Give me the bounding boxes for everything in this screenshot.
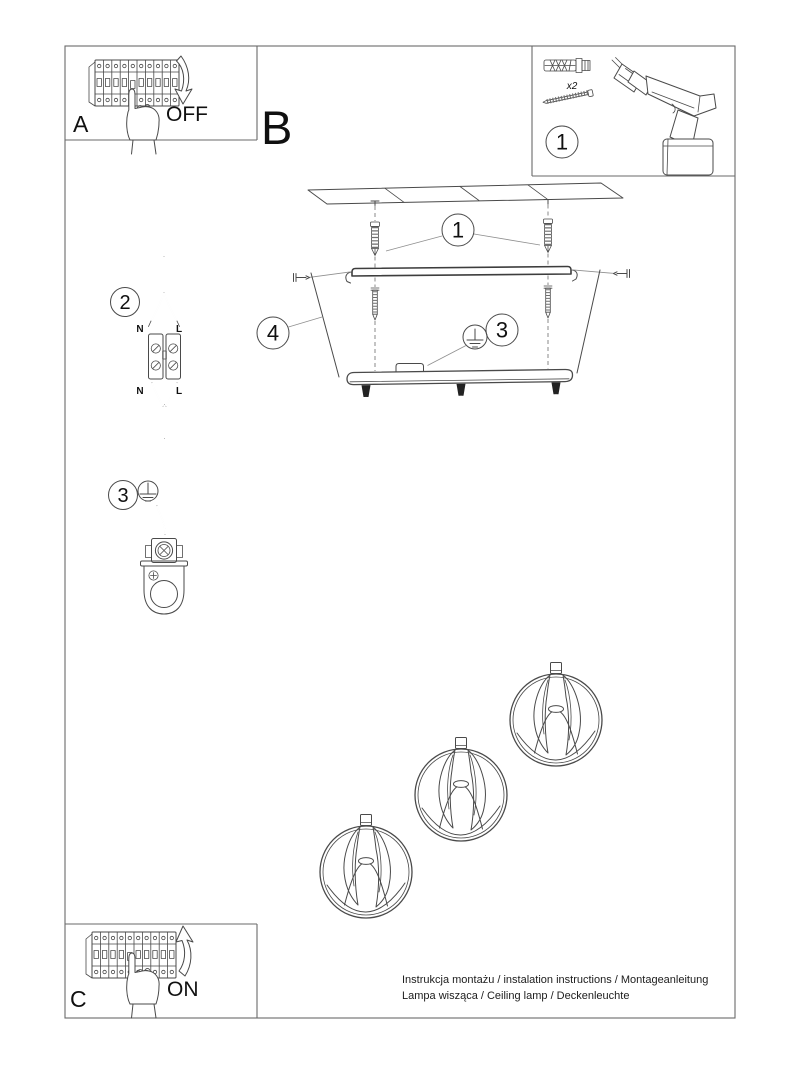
- callout-number-3: 3: [496, 318, 508, 343]
- step-a-label: A: [73, 111, 89, 137]
- callout-circle-1: [441, 213, 475, 247]
- ground-terminal-callout: 3: [427, 313, 519, 366]
- lamp-cable: [151, 382, 178, 439]
- pointing-hand-icon: [126, 952, 160, 1019]
- included-parts-box: x2 1: [542, 57, 717, 176]
- glass-ball-shade: [414, 736, 508, 842]
- label-neutral-bottom: N: [136, 386, 143, 397]
- earth-icon: [466, 328, 484, 348]
- page-border: [64, 45, 736, 1019]
- earth-icon: [139, 482, 157, 502]
- pointing-hand-icon: [126, 88, 160, 155]
- drill-icon: [611, 57, 717, 176]
- wall-plug-icon: [543, 58, 591, 73]
- side-screw-left-icon: [293, 271, 352, 282]
- canopy-outline: 4: [256, 269, 601, 378]
- ground-clamp-detail: 3: [108, 480, 188, 615]
- callout-circle-3-left: [108, 480, 138, 510]
- footer-text: Instrukcja montażu / instalation instruc…: [402, 974, 708, 1002]
- parts-callout-number: 1: [556, 130, 568, 155]
- mounting-screw-icon: [544, 286, 552, 318]
- glass-ball-shade: [319, 813, 413, 919]
- strain-relief-bracket: [140, 560, 188, 615]
- step-b-label: B: [261, 101, 292, 154]
- label-live-top: L: [176, 324, 182, 335]
- callout-number-3-left: 3: [117, 485, 128, 507]
- earth-symbol-circle: [462, 324, 488, 350]
- footer-line-2: Lampa wisząca / Ceiling lamp / Deckenleu…: [402, 990, 629, 1002]
- callout-number-1: 1: [452, 218, 464, 243]
- wiring-detail: 2 N L N L: [110, 256, 182, 439]
- terminal-block: [148, 333, 181, 380]
- ground-tab: [395, 363, 424, 373]
- parts-callout-circle: [545, 125, 579, 159]
- step-c-label: C: [70, 986, 87, 1012]
- mounting-bracket: [293, 265, 630, 284]
- pendant-cables: [365, 393, 557, 816]
- arrow-down-icon: [174, 55, 193, 105]
- cord-grip: [551, 382, 561, 395]
- callout-circle-3: [485, 313, 519, 347]
- label-live-bottom: L: [176, 386, 182, 397]
- footer-line-1: Instrukcja montażu / instalation instruc…: [402, 974, 708, 986]
- step-box-c: C ON: [70, 925, 199, 1019]
- callout-circle-2: [110, 287, 140, 317]
- label-neutral-top: N: [136, 324, 143, 335]
- arrow-up-icon: [175, 925, 194, 977]
- step-a-action: OFF: [166, 103, 208, 126]
- cord-grip: [456, 383, 466, 396]
- wall-plug-icon: [544, 219, 553, 253]
- callout-number-2: 2: [119, 292, 130, 314]
- cable-clamp: [145, 538, 183, 563]
- lamp-base-rail: [346, 363, 574, 397]
- supply-cable: [148, 256, 180, 327]
- screw-quantity-label: x2: [566, 81, 578, 92]
- step-c-action: ON: [167, 978, 199, 1001]
- ceiling-plane: [307, 182, 624, 206]
- side-screw-right-icon: [571, 269, 630, 278]
- callout-number-4: 4: [267, 321, 279, 346]
- mounting-screw-icon: [371, 288, 379, 320]
- callout-circle-4: [256, 316, 290, 350]
- wall-plug-assembly: 1: [371, 204, 553, 268]
- glass-ball-shade: [509, 661, 603, 767]
- cord-grip: [361, 385, 371, 397]
- screw-icon: [542, 89, 594, 105]
- ground-wire: [156, 505, 166, 535]
- wall-plug-icon: [371, 222, 380, 256]
- step-box-a: A OFF: [73, 55, 208, 155]
